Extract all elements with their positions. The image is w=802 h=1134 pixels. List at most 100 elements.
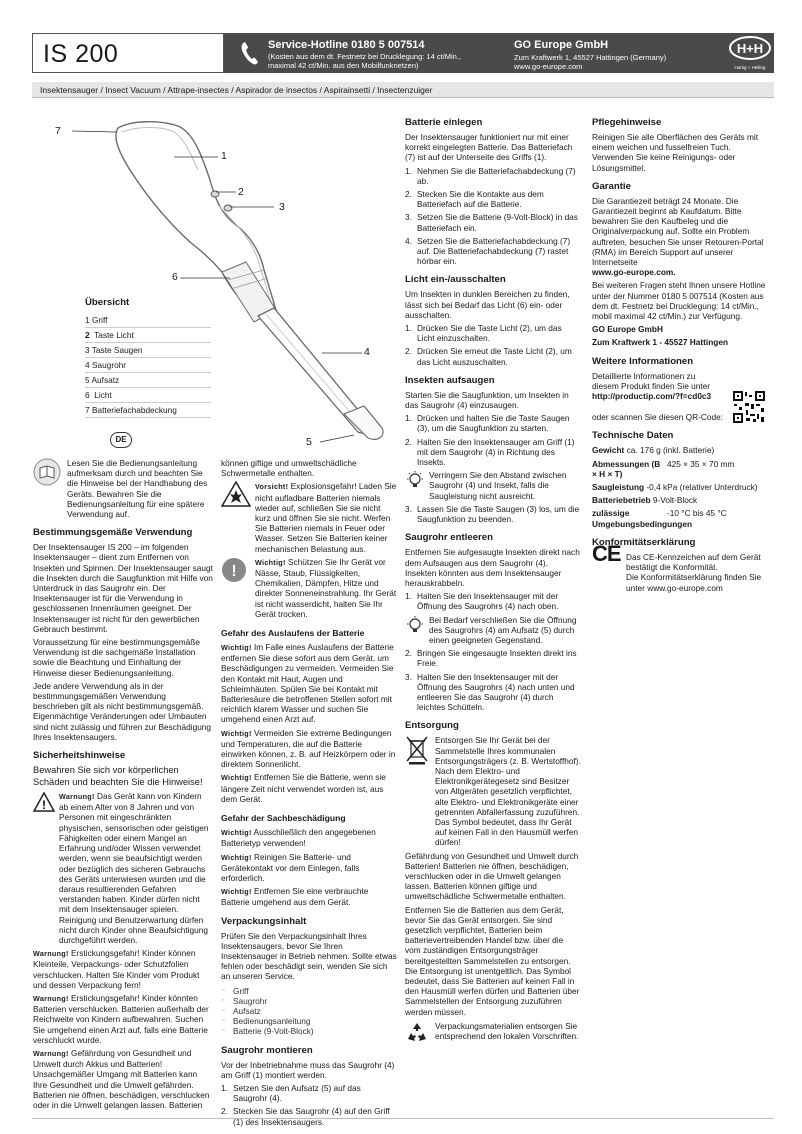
heading-vacuum-insects: Insekten aufsaugen	[405, 374, 495, 386]
leak-note-2: Wichtig! Vermeiden Sie extreme Bedingung…	[221, 728, 397, 770]
heading-warranty: Garantie	[592, 180, 631, 192]
hotline-text: Bei weiteren Fragen steht Ihnen unsere H…	[592, 280, 766, 322]
warning-block-3: Warnung! Erstickungsgefahr! Kinder könnt…	[33, 993, 213, 1045]
heading-mount-tube: Saugrohr montieren	[221, 1044, 313, 1056]
list-item: 1.Setzen Sie den Aufsatz (5) auf das Sau…	[221, 1082, 361, 1104]
warranty-link[interactable]: www.go-europe.com.	[592, 267, 676, 278]
list-item: Bedienungsanleitung	[221, 1016, 397, 1026]
suck-step-3: 3.Lassen Sie die Taste Saugen (3) los, u…	[405, 504, 581, 524]
spec-value: ca. 176 g (inkl. Batterie)	[626, 445, 715, 456]
heading-tech-data: Technische Daten	[592, 430, 674, 442]
list-item: 2.Drücken Sie erneut die Taste Licht (2)…	[405, 346, 572, 367]
important-label: Wichtig!	[221, 773, 252, 783]
overview-row: 6 Licht	[85, 388, 211, 403]
battery-steps: 1.Nehmen Sie die Batteriefachabdeckung (…	[405, 166, 581, 267]
use-paragraph-1: Der Insektensauger IS 200 – im folgenden…	[33, 542, 213, 634]
overview-num: 6	[85, 390, 90, 400]
step-text: Stecken Sie die Kontakte aus dem Batteri…	[417, 189, 544, 210]
list-item: 1.Halten Sie den Insektensauger mit der …	[405, 591, 559, 612]
read-manual-icon	[33, 458, 61, 486]
spec-row: Saugleistung -0,4 kPa (relativer Unterdr…	[592, 482, 772, 492]
explosion-warning-icon	[221, 481, 251, 508]
conformity-block: CE Das CE-Kennzeichen auf dem Gerät best…	[592, 540, 772, 593]
intro-text: Lesen Sie die Bedienungsanleitung aufmer…	[67, 458, 208, 520]
svg-text:!: !	[231, 563, 236, 580]
caution-label: Vorsicht!	[255, 482, 289, 492]
language-badge: DE	[110, 432, 132, 448]
leak-note-1: Wichtig! Im Falle eines Auslaufens der B…	[221, 642, 397, 725]
callout-2: 2	[238, 186, 244, 198]
warning-text: Gefährdung von Gesundheit und Umwelt dur…	[33, 1047, 210, 1110]
list-item: Griff	[221, 986, 397, 996]
step-text: Bringen Sie eingesaugte Insekten direkt …	[417, 648, 577, 669]
overview: Übersicht 1 Griff 2 Taste Licht 3 Taste …	[85, 297, 211, 418]
header-bar: Service-Hotline 0180 5 007514 (Kosten au…	[224, 33, 774, 73]
overview-num: 4	[85, 360, 90, 370]
suck-intro: Starten Sie die Saugfunktion, um Insekte…	[405, 389, 569, 411]
callout-1: 1	[221, 150, 227, 162]
model-box: IS 200	[32, 33, 224, 73]
spec-key: zulässige Umgebungsbedingungen	[592, 508, 693, 529]
svg-text:H+H: H+H	[737, 41, 763, 56]
important-text: Vermeiden Sie extreme Bedingungen und Te…	[221, 727, 396, 770]
damage-note-3: Wichtig! Entfernen Sie eine verbrauchte …	[221, 886, 397, 907]
list-item: 4.Setzen Sie die Batteriefachabdeckung (…	[405, 235, 571, 267]
list-item: 1.Nehmen Sie die Batteriefachabdeckung (…	[405, 165, 576, 186]
packaging-text: Verpackungsmaterialien entsorgen Sie ent…	[435, 1020, 579, 1042]
important-label: Wichtig!	[221, 728, 252, 738]
mount-steps: 1.Setzen Sie den Aufsatz (5) auf das Sau…	[221, 1083, 397, 1127]
overview-title: Übersicht	[85, 297, 130, 308]
step-text: Drücken Sie die Taste Licht (2), um das …	[417, 323, 562, 344]
overview-row: 4 Saugrohr	[85, 358, 211, 373]
ce-mark-icon: CE	[592, 540, 622, 566]
hotline-cost-note: (Kosten aus dem dt. Festnetz bei Druckle…	[268, 52, 462, 70]
overview-label: Aufsatz	[91, 375, 120, 385]
light-intro: Um Insekten in dunklen Bereichen zu find…	[405, 289, 570, 320]
important-text: Reinigen Sie Batterie- und Gerätekontakt…	[221, 851, 360, 883]
spec-key: Saugleistung	[592, 482, 645, 493]
heading-insert-battery: Batterie einlegen	[405, 117, 483, 128]
warning-continuation: können giftige und umweltschädliche Schw…	[221, 458, 357, 479]
callout-4: 4	[364, 346, 370, 358]
overview-num: 3	[85, 345, 90, 355]
callout-3: 3	[279, 201, 285, 213]
heading-disposal: Entsorgung	[405, 720, 459, 732]
heading-safety: Sicherheitshinweise	[33, 750, 126, 762]
spec-value: 9-Volt-Block	[652, 495, 698, 506]
callout-7: 7	[55, 125, 61, 137]
column-1: Lesen Sie die Bedienungsanleitung aufmer…	[33, 458, 213, 1113]
battery-intro: Der Insektensauger funktioniert nur mit …	[405, 132, 573, 163]
list-item: 3.Halten Sie den Insektensauger mit der …	[405, 671, 575, 713]
important-label: Wichtig!	[221, 887, 252, 897]
heading-battery-leak: Gefahr des Auslaufens der Batterie	[221, 628, 365, 639]
lightbulb-icon	[407, 471, 423, 488]
product-illustration	[71, 121, 384, 443]
list-item: Saugrohr	[221, 996, 397, 1006]
caution-text: Explosionsgefahr! Laden Sie nicht auflad…	[255, 481, 397, 554]
spec-key: Abmessungen (B × H × T)	[592, 458, 661, 479]
warning-text: Erstickungsgefahr! Kinder können Kleinte…	[33, 948, 200, 990]
tip-text: Bei Bedarf verschließen Sie die Öffnung …	[429, 614, 577, 645]
info-url[interactable]: http://productip.com/?f=cd0c3	[592, 391, 712, 402]
step-text: Nehmen Sie die Batteriefachabdeckung (7)…	[417, 165, 576, 186]
light-steps: 1.Drücken Sie die Taste Licht (2), um da…	[405, 323, 581, 367]
svg-text:!: !	[42, 798, 46, 812]
important-text: Entfernen Sie die Batterie, wenn sie län…	[221, 772, 386, 804]
warning-label: Warnung!	[33, 993, 69, 1003]
overview-label: Griff	[91, 315, 108, 325]
leak-note-3: Wichtig! Entfernen Sie die Batterie, wen…	[221, 772, 397, 804]
info-block: Detaillierte Informationen zu diesem Pro…	[592, 371, 772, 424]
spec-key: Batteriebetrieb	[592, 495, 651, 506]
empty-step-1: 1.Halten Sie den Insektensauger mit der …	[405, 591, 581, 611]
company-web: www.go-europe.com	[514, 62, 583, 71]
spec-value: -10 °C bis 45 °C	[667, 508, 727, 519]
language-subtitle: Insektensauger / Insect Vacuum / Attrape…	[32, 82, 774, 98]
qr-code-icon[interactable]	[732, 389, 766, 424]
footer-rule	[32, 1118, 774, 1119]
important-label: Wichtig!	[221, 852, 252, 862]
disposal-paragraph-3: Entfernen Sie die Batterien aus dem Gerä…	[405, 904, 580, 1017]
button-suction-shape	[223, 204, 233, 212]
empty-steps-rest: 2.Bringen Sie eingesaugte Insekten direk…	[405, 648, 581, 712]
spec-row: zulässige Umgebungsbedingungen-10 °C bis…	[592, 508, 772, 528]
warranty-text: Die Garantiezeit beträgt 24 Monate. Die …	[592, 195, 764, 268]
